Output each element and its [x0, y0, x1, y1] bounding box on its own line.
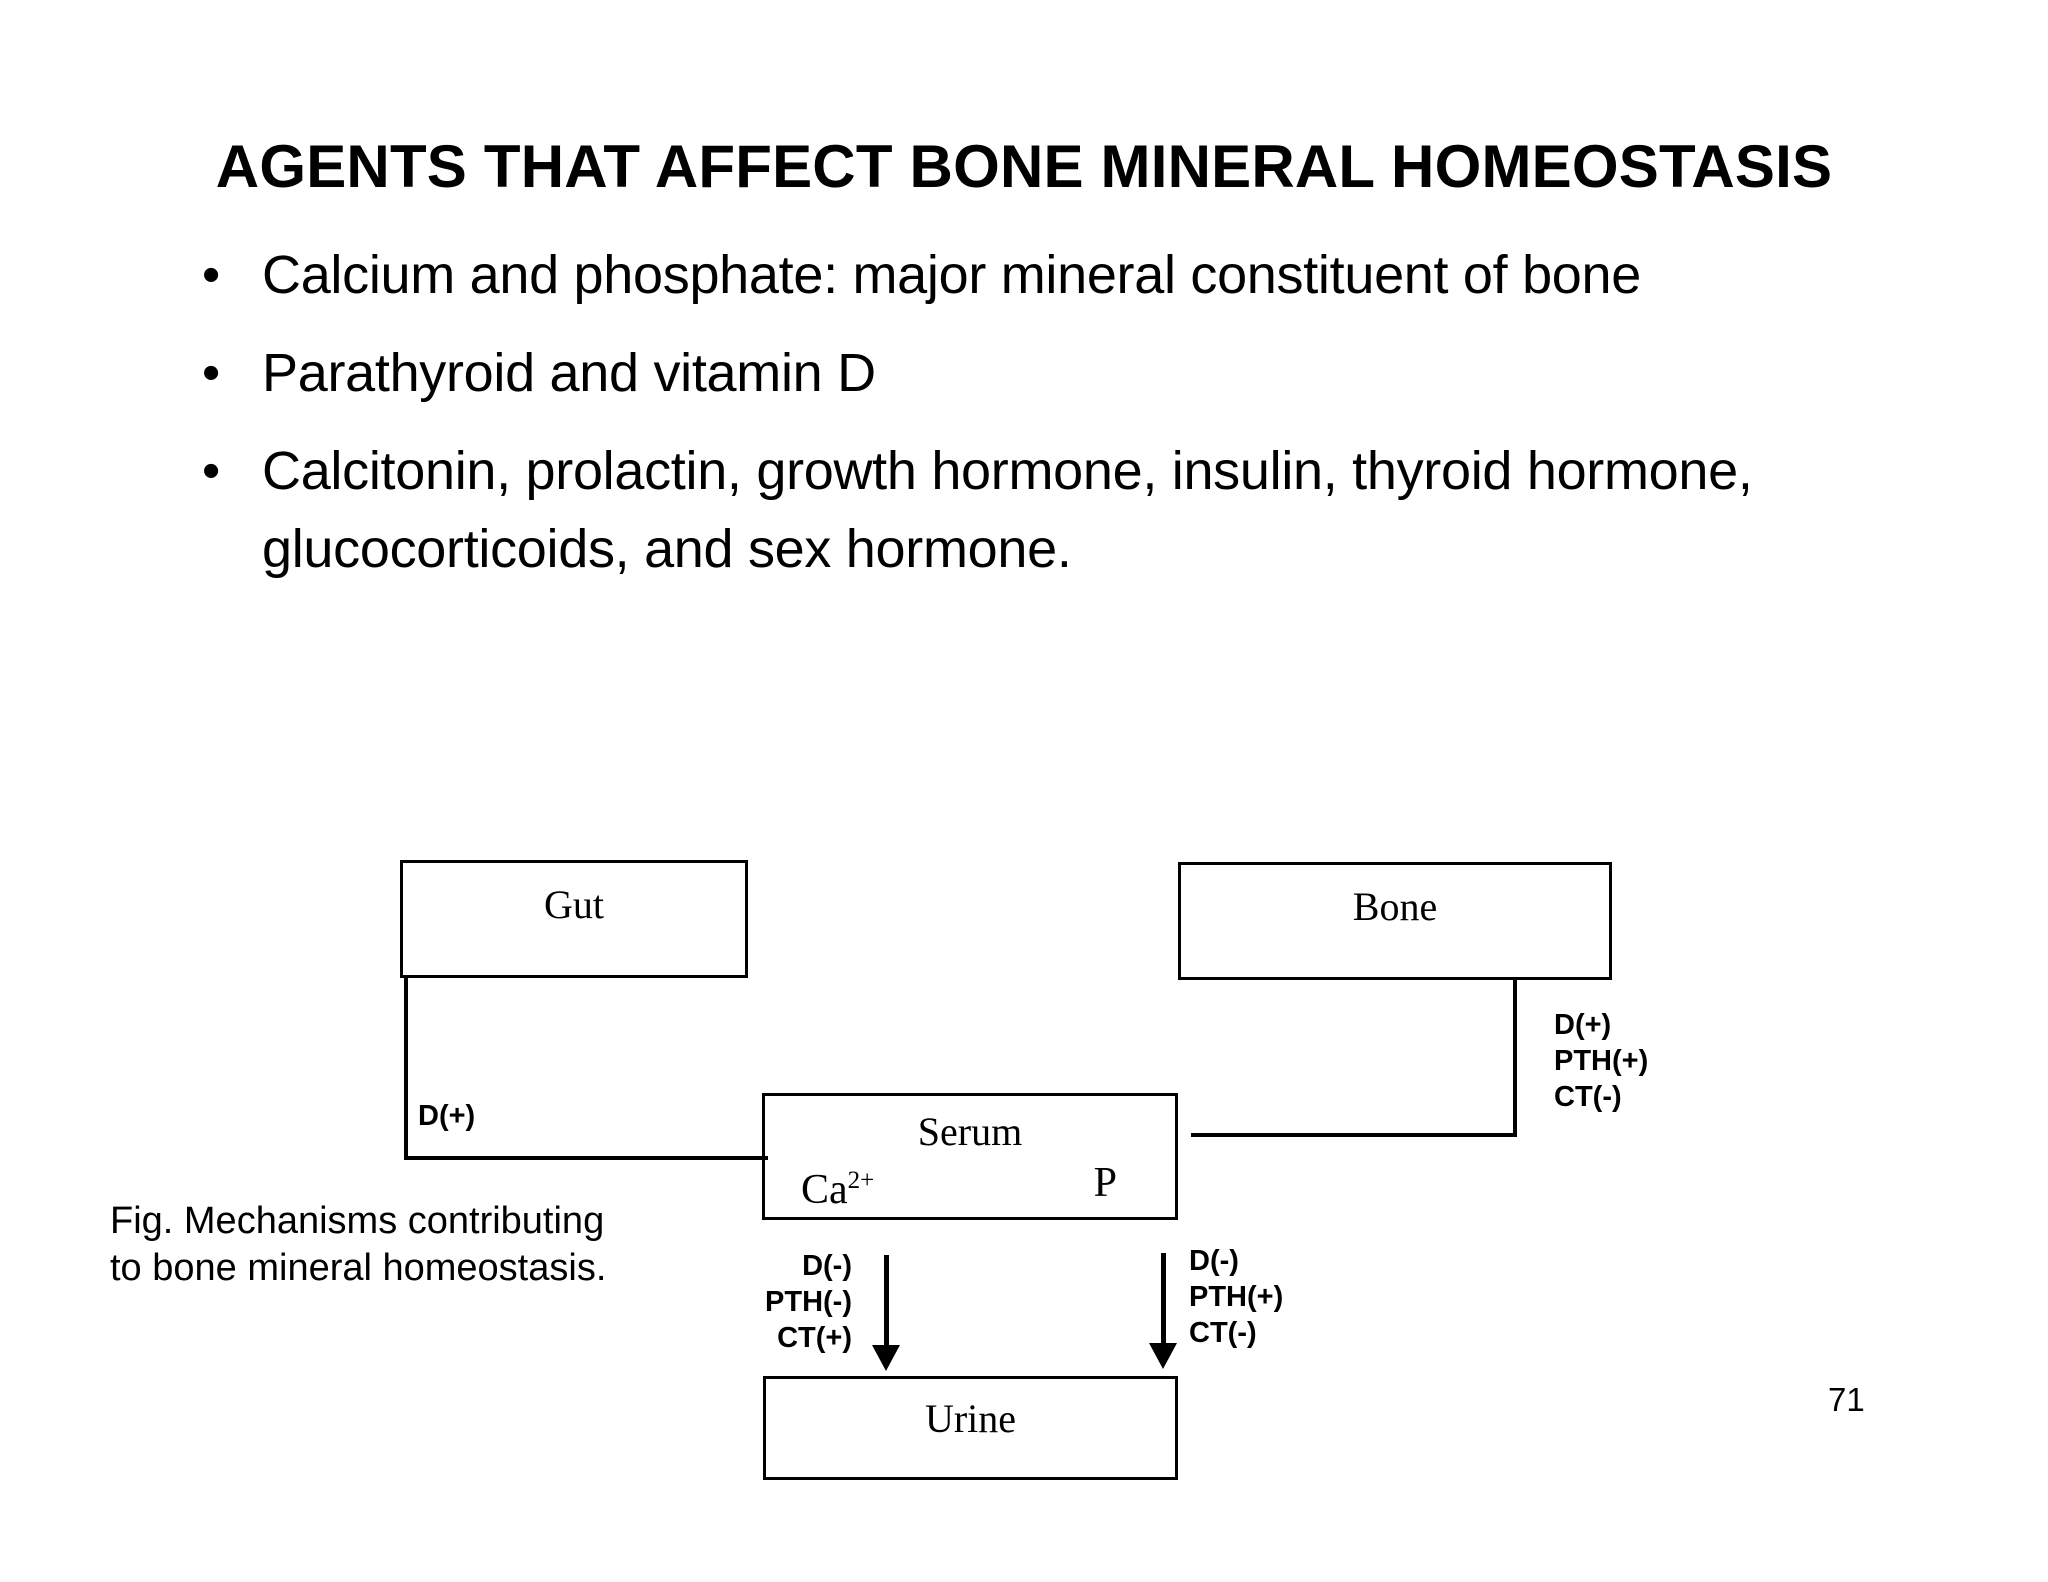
page-title: AGENTS THAT AFFECT BONE MINERAL HOMEOSTA… — [215, 133, 1833, 200]
bullet-list: • Calcium and phosphate: major mineral c… — [196, 236, 1916, 608]
diagram-box-bone: Bone — [1178, 862, 1612, 980]
diagram-box-serum: Serum Ca2+ P — [762, 1093, 1178, 1220]
diagram-box-urine: Urine — [763, 1376, 1178, 1480]
diagram-box-gut: Gut — [400, 860, 748, 978]
diagram-box-urine-label: Urine — [924, 1396, 1017, 1441]
diagram-box-bone-label: Bone — [1352, 884, 1438, 929]
arrow-serum-to-urine-right-head-icon — [1149, 1343, 1177, 1369]
annotation-gut-to-serum: D(+) — [418, 1100, 476, 1132]
page-number: 71 — [1828, 1381, 1865, 1418]
connector-gut-horizontal — [404, 1156, 768, 1160]
serum-calcium-symbol: Ca — [801, 1167, 848, 1213]
annotation-bone-to-serum: D(+) PTH(+) CT(-) — [1554, 1009, 1649, 1113]
figure-caption: Fig. Mechanisms contributing to bone min… — [110, 1200, 607, 1289]
list-item: • Calcitonin, prolactin, growth hormone,… — [196, 432, 1916, 588]
arrow-serum-to-urine-left-shaft — [884, 1255, 889, 1349]
arrow-serum-to-urine-right-shaft — [1161, 1253, 1166, 1347]
diagram-box-gut-label: Gut — [544, 882, 604, 927]
bullet-dot-icon: • — [202, 246, 221, 304]
annotation-serum-to-urine-left: D(-) PTH(-) CT(+) — [765, 1250, 852, 1354]
serum-phosphate-label: P — [1093, 1160, 1117, 1206]
serum-calcium-label: Ca2+ — [801, 1158, 874, 1213]
connector-bone-vertical — [1513, 980, 1517, 1137]
bullet-text: Calcium and phosphate: major mineral con… — [262, 245, 1642, 305]
bullet-dot-icon: • — [202, 344, 221, 402]
bullet-text: Parathyroid and vitamin D — [262, 343, 876, 403]
diagram-box-serum-label: Serum — [917, 1109, 1023, 1154]
list-item: • Parathyroid and vitamin D — [196, 334, 1916, 412]
bullet-text: Calcitonin, prolactin, growth hormone, i… — [262, 441, 1753, 579]
connector-gut-vertical — [404, 978, 408, 1160]
annotation-serum-to-urine-right: D(-) PTH(+) CT(-) — [1189, 1245, 1284, 1349]
serum-calcium-charge: 2+ — [847, 1167, 875, 1194]
bullet-dot-icon: • — [202, 442, 221, 500]
connector-bone-horizontal — [1191, 1133, 1517, 1137]
arrow-serum-to-urine-left-head-icon — [872, 1345, 900, 1371]
list-item: • Calcium and phosphate: major mineral c… — [196, 236, 1916, 314]
